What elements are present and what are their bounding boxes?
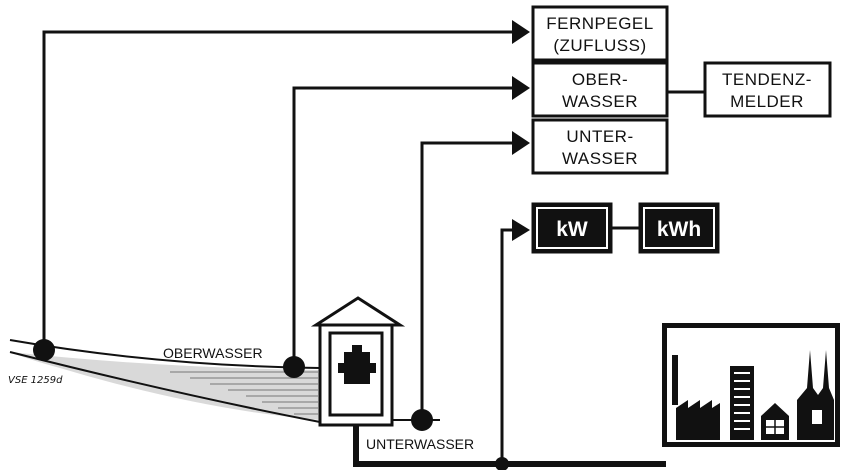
reservoir-water — [10, 352, 320, 420]
box-kw-inner — [536, 207, 608, 249]
kw-label: kW — [556, 218, 588, 241]
tendenz-line2: MELDER — [730, 92, 804, 111]
box-kwh-inner — [643, 207, 715, 249]
box-fernpegel — [531, 5, 669, 62]
oberwasser-box-line2: WASSER — [562, 92, 638, 111]
tendenz-line1: TENDENZ- — [722, 70, 812, 89]
line-unterwasser — [420, 141, 515, 418]
sensor-oberwasser — [283, 356, 305, 378]
oberwasser-label: OBERWASSER — [163, 345, 263, 361]
box-oberwasser — [531, 61, 669, 118]
unterwasser-box-line2: WASSER — [562, 149, 638, 168]
box-tendenzmelder — [703, 61, 832, 118]
arrow-unterwasser — [512, 131, 530, 155]
line-kw — [500, 228, 515, 464]
power-line — [353, 425, 666, 467]
sensor-unterwasser — [411, 409, 433, 431]
oberwasser-box-line1: OBER- — [572, 70, 628, 89]
arrow-fernpegel — [512, 20, 530, 44]
sensor-fernpegel — [33, 339, 55, 361]
consumer-city — [662, 323, 840, 447]
sensor-power — [495, 457, 509, 470]
line-oberwasser — [292, 86, 515, 367]
arrow-oberwasser — [512, 76, 530, 100]
line-fernpegel — [42, 30, 515, 350]
fernpegel-line1: FERNPEGEL — [546, 14, 653, 33]
powerhouse — [310, 296, 406, 427]
unterwasser-label: UNTERWASSER — [366, 436, 474, 452]
figure-id: VSE 1259d — [8, 375, 63, 386]
box-kwh — [638, 202, 720, 254]
fernpegel-line2: (ZUFLUSS) — [553, 36, 646, 55]
arrow-kw — [512, 219, 530, 241]
box-unterwasser — [531, 118, 669, 175]
unterwasser-box-line1: UNTER- — [566, 127, 633, 146]
river-bed-line — [9, 351, 321, 423]
kwh-label: kWh — [657, 218, 701, 241]
